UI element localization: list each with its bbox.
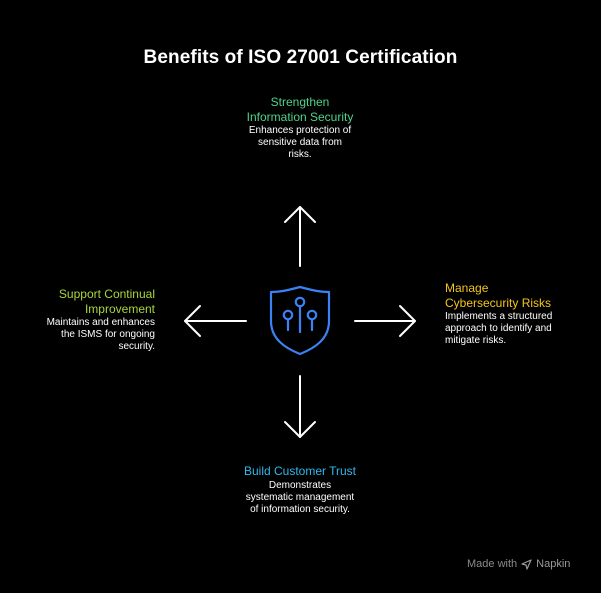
benefit-heading: Strengthen Information Security: [246, 95, 354, 124]
arrow-left: [184, 305, 247, 337]
arrow-down: [284, 375, 316, 438]
napkin-watermark[interactable]: Made with Napkin: [467, 558, 570, 570]
watermark-prefix: Made with: [467, 558, 518, 570]
watermark-brand: Napkin: [536, 558, 571, 570]
benefit-heading: Support Continual Improvement: [58, 287, 155, 316]
shield-circuit-icon: [269, 285, 331, 356]
benefit-description: Enhances protection of sensitive data fr…: [248, 125, 352, 160]
benefit-description: Implements a structured approach to iden…: [445, 311, 553, 346]
benefit-manage-risks: Manage Cybersecurity Risks Implements a …: [445, 281, 565, 347]
benefit-heading: Build Customer Trust: [243, 464, 357, 478]
arrow-right: [354, 305, 416, 337]
benefit-continual-improvement: Support Continual Improvement Maintains …: [35, 287, 155, 353]
arrow-up: [284, 206, 316, 267]
benefit-strengthen-security: Strengthen Information Security Enhances…: [240, 95, 360, 161]
diagram-title: Benefits of ISO 27001 Certification: [143, 47, 458, 68]
benefit-description: Demonstrates systematic management of in…: [245, 479, 355, 515]
benefit-customer-trust: Build Customer Trust Demonstrates system…: [240, 464, 360, 516]
napkin-logo-icon: [521, 558, 532, 570]
benefit-heading: Manage Cybersecurity Risks: [445, 281, 552, 310]
benefit-description: Maintains and enhances the ISMS for ongo…: [46, 317, 155, 352]
